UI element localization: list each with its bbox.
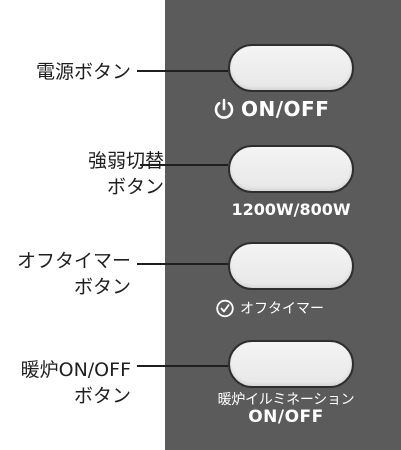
power-level-button[interactable] (228, 145, 354, 193)
power-level-panel-label: 1200W/800W (231, 200, 351, 219)
off-timer-panel-label: オフタイマー (215, 296, 324, 320)
callout-off-timer-line2: ボタン (73, 276, 131, 298)
leader-line-off-timer (137, 263, 228, 265)
callout-power-level-line2: ボタン (106, 176, 164, 198)
fireplace-illumination-panel-line1: 暖炉イルミネーション (217, 392, 355, 408)
leader-line-fireplace (137, 365, 228, 367)
callout-power-button: 電源ボタン (36, 59, 131, 85)
callout-off-timer-button: オフタイマー ボタン (17, 248, 131, 300)
off-timer-panel-text: オフタイマー (240, 301, 324, 317)
callout-power-line1: 電源ボタン (35, 61, 131, 83)
power-icon (214, 98, 234, 119)
callout-fireplace-line2: ボタン (73, 385, 131, 407)
callout-fireplace-button: 暖炉ON/OFF ボタン (21, 357, 131, 409)
power-button-panel-label: ON/OFF (213, 96, 329, 122)
power-button[interactable] (228, 44, 354, 92)
callout-power-level-line1: 強弱切替 (87, 150, 164, 172)
callout-power-level-button: 強弱切替 ボタン (88, 148, 164, 200)
fireplace-illumination-button[interactable] (228, 340, 354, 388)
fireplace-illumination-panel-line2: ON/OFF (248, 407, 324, 427)
power-button-panel-text: ON/OFF (241, 97, 330, 121)
fireplace-illumination-panel-label: 暖炉イルミネーション ON/OFF (188, 392, 384, 426)
leader-line-power (137, 70, 228, 72)
leader-line-power-level (140, 164, 228, 166)
callout-fireplace-line1: 暖炉ON/OFF (20, 359, 131, 381)
clock-icon (216, 299, 234, 318)
off-timer-button[interactable] (228, 242, 354, 290)
callout-off-timer-line1: オフタイマー (16, 250, 131, 272)
